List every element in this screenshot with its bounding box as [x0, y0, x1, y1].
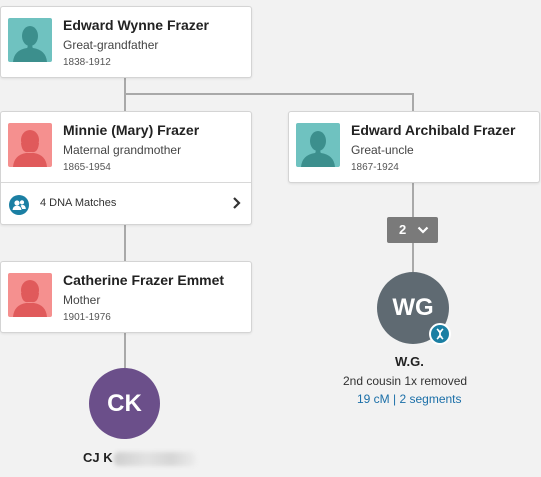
- chevron-down-icon: [417, 226, 429, 234]
- male-silhouette-icon: [8, 18, 52, 62]
- female-silhouette-icon: [8, 123, 52, 167]
- connector-line: [124, 332, 126, 368]
- shared-dna-link[interactable]: 19 cM | 2 segments: [357, 392, 462, 406]
- connector-line: [124, 76, 126, 94]
- female-silhouette-icon: [8, 273, 52, 317]
- match-name-text: CJ K: [83, 450, 113, 465]
- descendants-count: 2: [399, 222, 407, 237]
- dna-icon: [429, 323, 451, 345]
- dna-matches-label: 4 DNA Matches: [40, 197, 117, 209]
- chevron-right-icon: [233, 197, 241, 209]
- person-relationship: Great-uncle: [351, 143, 414, 157]
- person-name[interactable]: Edward Archibald Frazer: [351, 122, 516, 138]
- people-icon: [9, 195, 29, 215]
- person-card-edward-archibald-frazer[interactable]: Edward Archibald Frazer Great-uncle 1867…: [288, 111, 540, 183]
- connector-line: [124, 93, 126, 112]
- person-dates: 1865-1954: [63, 162, 111, 173]
- person-dates: 1901-1976: [63, 312, 111, 323]
- person-card-edward-wynne-frazer[interactable]: Edward Wynne Frazer Great-grandfather 18…: [0, 6, 252, 78]
- match-relationship: 2nd cousin 1x removed: [343, 374, 468, 388]
- dna-matches-link[interactable]: 4 DNA Matches: [1, 182, 251, 225]
- person-summary[interactable]: Minnie (Mary) Frazer Maternal grandmothe…: [1, 112, 251, 182]
- person-relationship: Great-grandfather: [63, 38, 159, 52]
- person-relationship: Maternal grandmother: [63, 143, 182, 157]
- person-name[interactable]: Catherine Frazer Emmet: [63, 272, 225, 288]
- connector-line: [412, 181, 414, 217]
- connector-line: [124, 93, 413, 95]
- match-name[interactable]: W.G.: [395, 354, 424, 369]
- person-summary[interactable]: Catherine Frazer Emmet Mother 1901-1976: [1, 262, 251, 332]
- match-avatar-ck[interactable]: CK: [89, 368, 160, 439]
- descendants-count-button[interactable]: 2: [387, 217, 438, 243]
- person-relationship: Mother: [63, 293, 101, 307]
- match-name[interactable]: CJ K: [83, 450, 196, 466]
- male-silhouette-icon: [296, 123, 340, 167]
- redacted-surname: [113, 451, 196, 466]
- person-name[interactable]: Minnie (Mary) Frazer: [63, 122, 200, 138]
- person-summary[interactable]: Edward Wynne Frazer Great-grandfather 18…: [1, 7, 251, 77]
- person-card-minnie-mary-frazer[interactable]: Minnie (Mary) Frazer Maternal grandmothe…: [0, 111, 252, 225]
- connector-line: [124, 224, 126, 261]
- match-initials: WG: [392, 294, 434, 321]
- connector-line: [412, 93, 414, 112]
- connector-line: [412, 243, 414, 272]
- person-name[interactable]: Edward Wynne Frazer: [63, 17, 210, 33]
- match-initials: CK: [107, 390, 142, 417]
- person-summary[interactable]: Edward Archibald Frazer Great-uncle 1867…: [289, 112, 539, 182]
- person-dates: 1838-1912: [63, 57, 111, 68]
- person-dates: 1867-1924: [351, 162, 399, 173]
- person-card-catherine-frazer-emmet[interactable]: Catherine Frazer Emmet Mother 1901-1976: [0, 261, 252, 333]
